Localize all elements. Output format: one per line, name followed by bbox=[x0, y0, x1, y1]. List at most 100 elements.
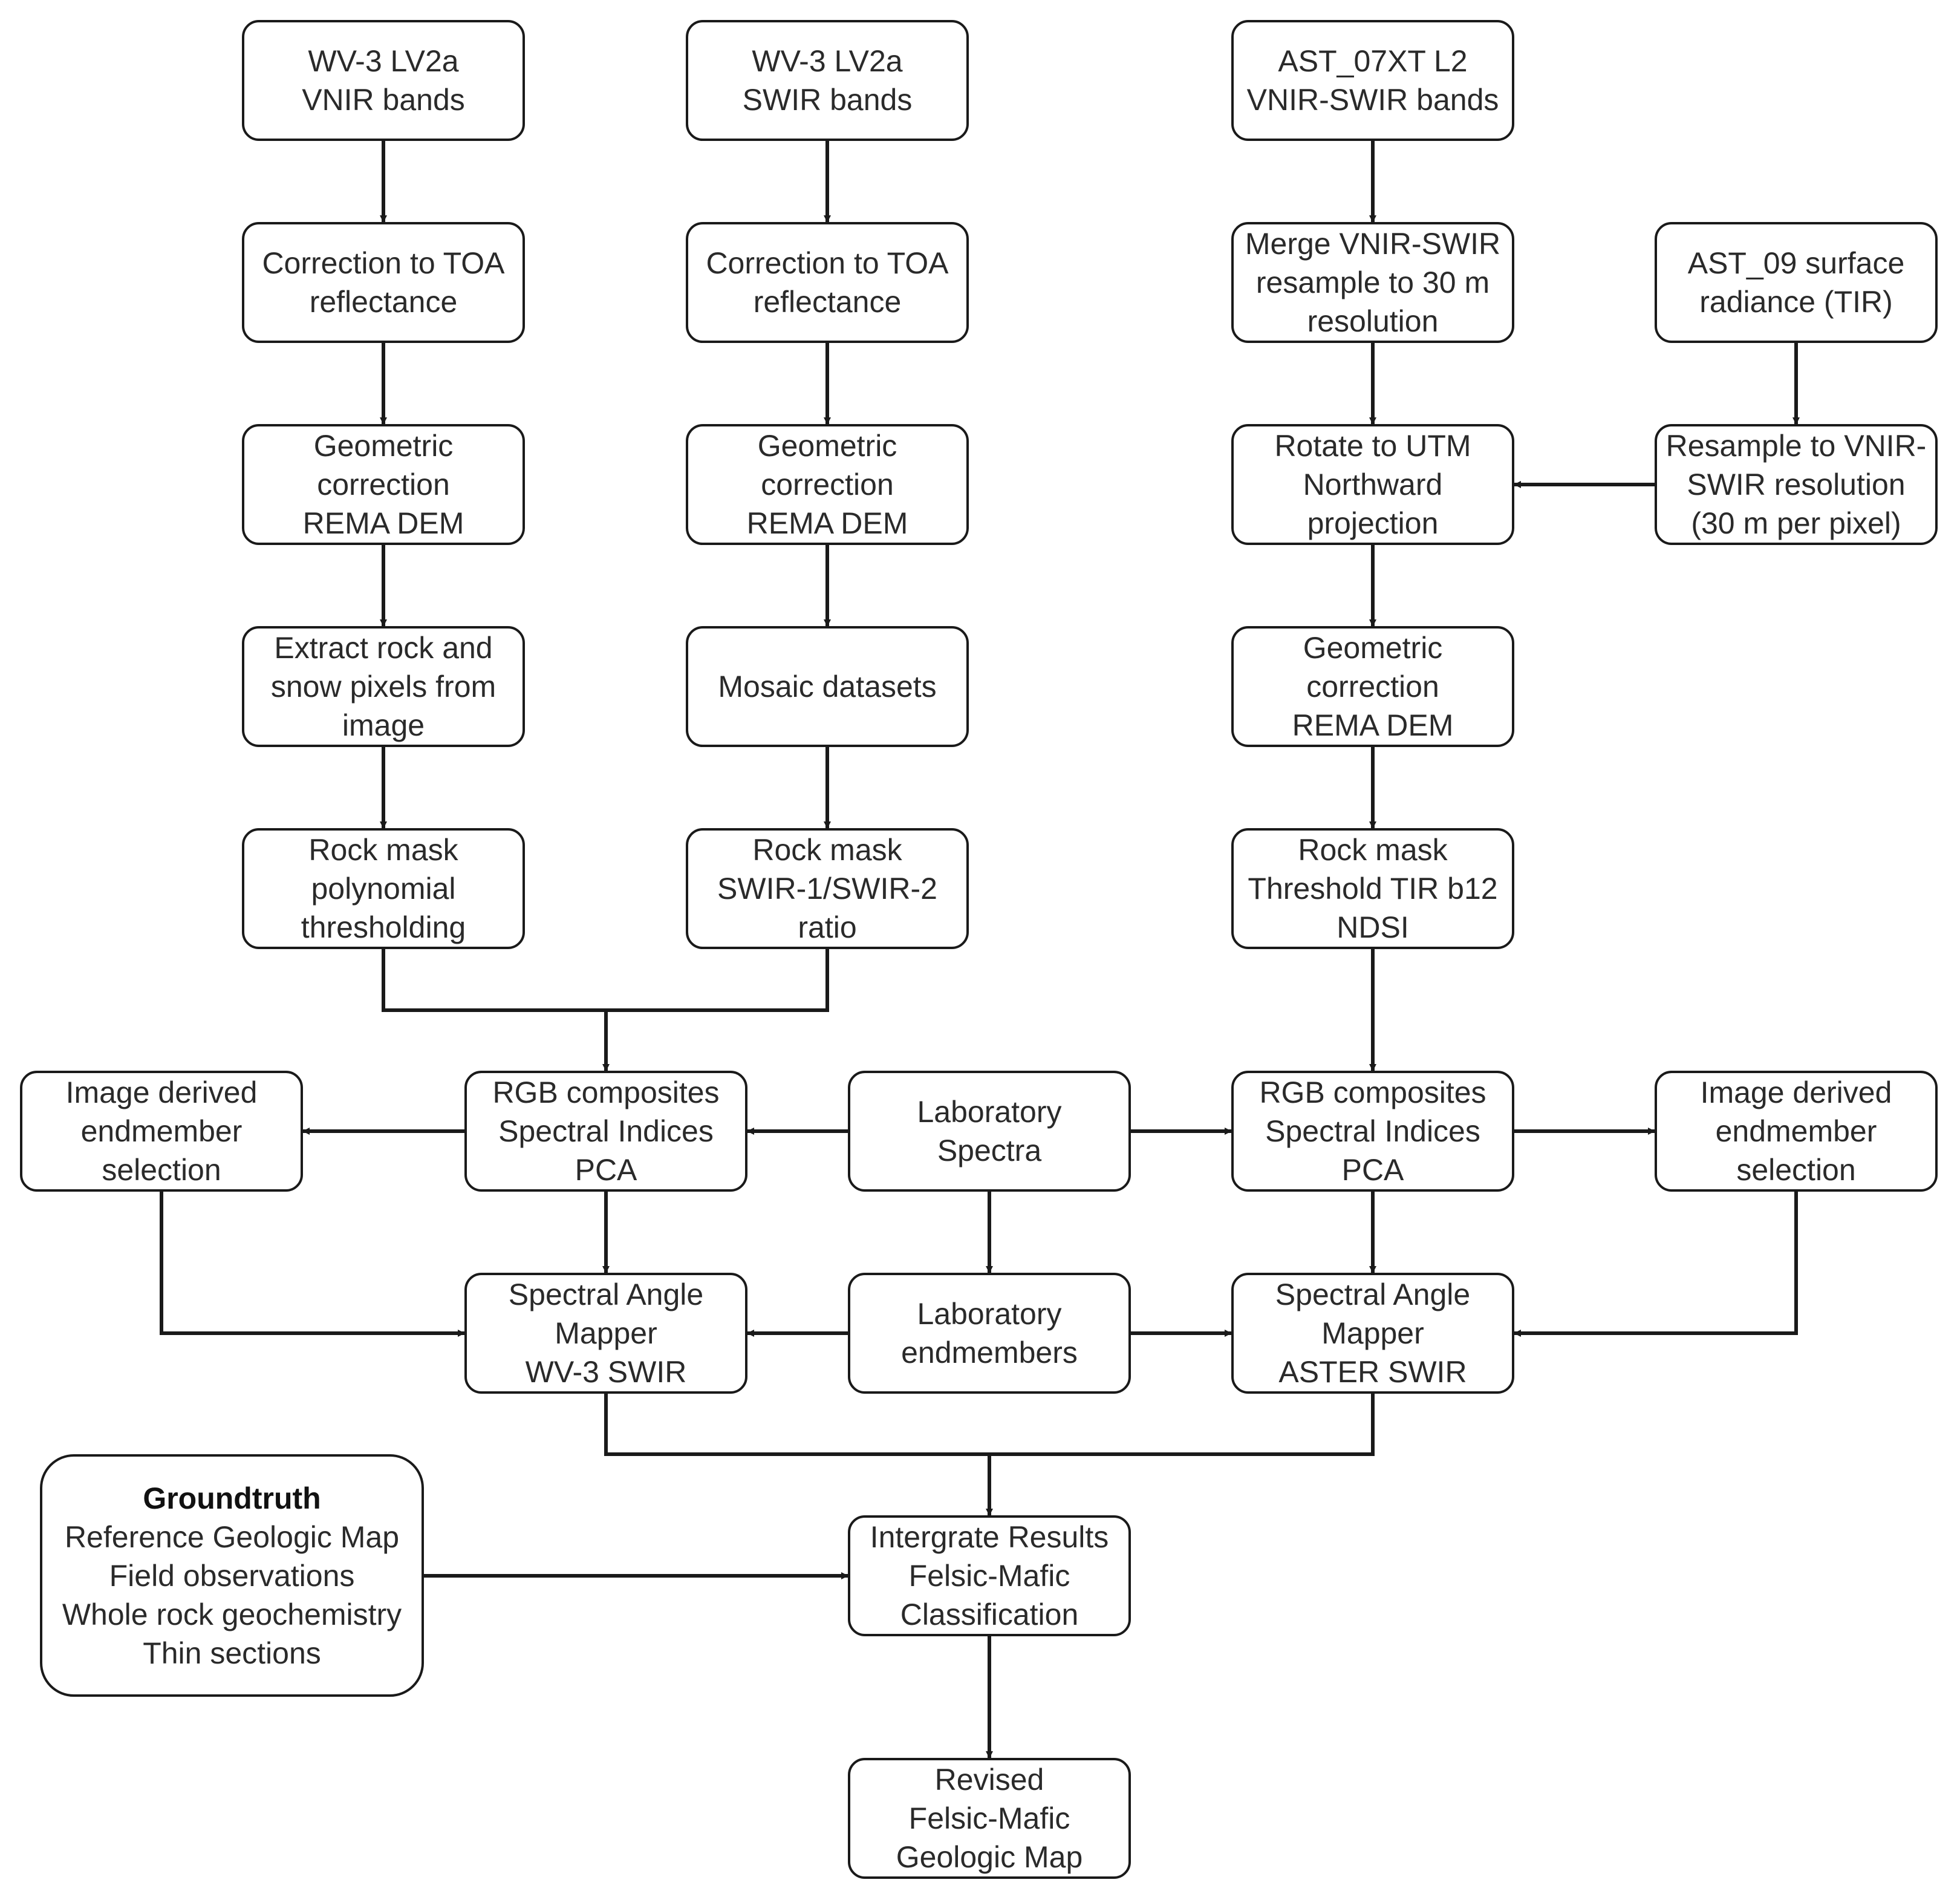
node-line: Rock mask bbox=[752, 833, 902, 867]
node-line: Image derived bbox=[65, 1076, 258, 1109]
node-line: Mapper bbox=[1321, 1316, 1424, 1350]
rgb-composites-wv3-box: RGB composites Spectral Indices PCA bbox=[464, 1071, 747, 1192]
geometric-correction-wv3-swir-box: Geometric correction REMA DEM bbox=[686, 424, 969, 545]
node-line: image bbox=[342, 708, 425, 742]
groundtruth-box: Groundtruth Reference Geologic Map Field… bbox=[40, 1454, 424, 1697]
node-line: (30 m per pixel) bbox=[1691, 506, 1901, 540]
node-line: ASTER SWIR bbox=[1278, 1355, 1467, 1389]
node-line: Image derived bbox=[1700, 1076, 1892, 1109]
rotate-to-utm-box: Rotate to UTM Northward projection bbox=[1231, 424, 1514, 545]
node-line: reflectance bbox=[753, 285, 902, 319]
ast09-surface-radiance-box: AST_09 surface radiance (TIR) bbox=[1655, 222, 1938, 343]
node-line: Extract rock and bbox=[274, 631, 493, 665]
geometric-correction-aster-box: Geometric correction REMA DEM bbox=[1231, 626, 1514, 747]
integrate-results-box: Intergrate Results Felsic-Mafic Classifi… bbox=[848, 1515, 1131, 1636]
revised-geologic-map-box: Revised Felsic-Mafic Geologic Map bbox=[848, 1758, 1131, 1879]
node-line: Geologic Map bbox=[896, 1840, 1083, 1874]
node-line: Laboratory bbox=[917, 1095, 1062, 1129]
node-line: reflectance bbox=[309, 285, 458, 319]
node-line: Threshold TIR b12 bbox=[1248, 872, 1498, 906]
node-line: polynomial bbox=[311, 872, 456, 906]
ast07-vnir-swir-bands-box: AST_07XT L2 VNIR-SWIR bands bbox=[1231, 20, 1514, 141]
laboratory-spectra-box: Laboratory Spectra bbox=[848, 1071, 1131, 1192]
groundtruth-title: Groundtruth bbox=[143, 1481, 321, 1515]
wv3-masks-join-line bbox=[382, 949, 829, 1012]
node-line: WV-3 LV2a bbox=[308, 44, 459, 78]
node-line: correction bbox=[761, 468, 894, 501]
node-line: endmember bbox=[80, 1114, 243, 1148]
node-line: Northward bbox=[1303, 468, 1443, 501]
geometric-correction-wv3-vnir-box: Geometric correction REMA DEM bbox=[242, 424, 525, 545]
node-line: RGB composites bbox=[492, 1076, 720, 1109]
node-line: Correction to TOA bbox=[262, 246, 505, 280]
node-line: endmember bbox=[1715, 1114, 1877, 1148]
toa-correction-wv3-vnir-box: Correction to TOA reflectance bbox=[242, 222, 525, 343]
node-line: PCA bbox=[1341, 1153, 1404, 1187]
node-line: projection bbox=[1307, 506, 1439, 540]
node-line: SWIR resolution bbox=[1687, 468, 1906, 501]
resample-to-vnir-swir-box: Resample to VNIR- SWIR resolution (30 m … bbox=[1655, 424, 1938, 545]
node-line: Laboratory bbox=[917, 1297, 1062, 1331]
node-line: endmembers bbox=[901, 1336, 1078, 1370]
node-line: Reference Geologic Map bbox=[64, 1520, 400, 1554]
node-line: Rock mask bbox=[308, 833, 458, 867]
node-line: Spectral Indices bbox=[1265, 1114, 1480, 1148]
node-line: correction bbox=[317, 468, 450, 501]
node-line: Intergrate Results bbox=[870, 1520, 1109, 1554]
node-line: RGB composites bbox=[1259, 1076, 1486, 1109]
node-line: snow pixels from bbox=[270, 670, 497, 704]
node-line: radiance (TIR) bbox=[1699, 285, 1893, 319]
endmember-left-to-sam-arrow bbox=[160, 1192, 465, 1337]
node-line: Mosaic datasets bbox=[718, 670, 937, 704]
wv3-swir-bands-box: WV-3 LV2a SWIR bands bbox=[686, 20, 969, 141]
rgb-composites-aster-box: RGB composites Spectral Indices PCA bbox=[1231, 1071, 1514, 1192]
node-line: Spectral Angle bbox=[1275, 1278, 1471, 1311]
node-line: WV-3 LV2a bbox=[752, 44, 903, 78]
node-line: resample to 30 m bbox=[1255, 266, 1490, 299]
node-line: REMA DEM bbox=[746, 506, 908, 540]
node-line: Geometric bbox=[313, 429, 454, 463]
node-line: Resample to VNIR- bbox=[1665, 429, 1927, 463]
node-line: SWIR bands bbox=[742, 83, 913, 117]
node-line: Revised bbox=[934, 1763, 1044, 1797]
node-line: Merge VNIR-SWIR bbox=[1245, 227, 1501, 261]
node-line: Geometric bbox=[757, 429, 897, 463]
sam-results-join-line bbox=[604, 1394, 1375, 1456]
wv3-vnir-bands-box: WV-3 LV2a VNIR bands bbox=[242, 20, 525, 141]
node-line: Spectral Indices bbox=[498, 1114, 714, 1148]
rock-mask-tir-ndsi-box: Rock mask Threshold TIR b12 NDSI bbox=[1231, 828, 1514, 949]
node-line: REMA DEM bbox=[302, 506, 464, 540]
endmember-right-to-sam-arrow bbox=[1514, 1192, 1798, 1337]
node-line: Felsic-Mafic bbox=[908, 1559, 1070, 1593]
node-line: VNIR-SWIR bands bbox=[1246, 83, 1499, 117]
node-line: Thin sections bbox=[143, 1636, 321, 1670]
node-line: Classification bbox=[900, 1598, 1079, 1631]
node-line: AST_09 surface bbox=[1687, 246, 1905, 280]
node-line: Rotate to UTM bbox=[1274, 429, 1471, 463]
node-line: ratio bbox=[798, 910, 857, 944]
merge-vnir-swir-box: Merge VNIR-SWIR resample to 30 m resolut… bbox=[1231, 222, 1514, 343]
node-line: REMA DEM bbox=[1292, 708, 1454, 742]
rock-mask-polynomial-box: Rock mask polynomial thresholding bbox=[242, 828, 525, 949]
node-line: Spectral Angle bbox=[508, 1278, 704, 1311]
node-line: Rock mask bbox=[1298, 833, 1448, 867]
node-line: Felsic-Mafic bbox=[908, 1801, 1070, 1835]
node-line: Whole rock geochemistry bbox=[62, 1597, 402, 1631]
image-derived-endmember-left-box: Image derived endmember selection bbox=[20, 1071, 303, 1192]
laboratory-endmembers-box: Laboratory endmembers bbox=[848, 1273, 1131, 1394]
mosaic-datasets-box: Mosaic datasets bbox=[686, 626, 969, 747]
toa-correction-wv3-swir-box: Correction to TOA reflectance bbox=[686, 222, 969, 343]
node-line: PCA bbox=[575, 1153, 637, 1187]
node-line: resolution bbox=[1307, 304, 1439, 338]
node-line: NDSI bbox=[1337, 910, 1409, 944]
node-line: Field observations bbox=[109, 1558, 355, 1593]
image-derived-endmember-right-box: Image derived endmember selection bbox=[1655, 1071, 1938, 1192]
node-line: Mapper bbox=[555, 1316, 657, 1350]
node-line: selection bbox=[102, 1153, 221, 1187]
node-line: VNIR bands bbox=[302, 83, 465, 117]
extract-rock-snow-box: Extract rock and snow pixels from image bbox=[242, 626, 525, 747]
spectral-angle-mapper-wv3-box: Spectral Angle Mapper WV-3 SWIR bbox=[464, 1273, 747, 1394]
node-line: Spectra bbox=[937, 1134, 1042, 1167]
